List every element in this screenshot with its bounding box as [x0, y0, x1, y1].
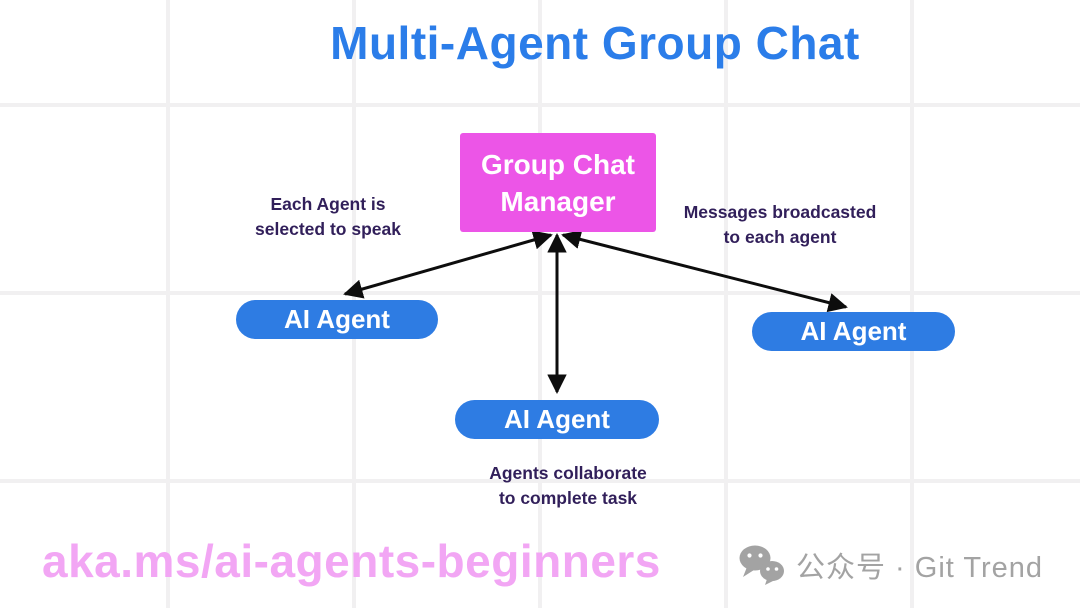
group-chat-manager-box: Group Chat Manager — [460, 133, 656, 232]
ai-agent-label: AI Agent — [504, 404, 610, 434]
arrow-manager-left-agent — [343, 230, 553, 299]
ai-agent-label: AI Agent — [284, 304, 390, 334]
annotation-line: Messages broadcasted — [683, 202, 877, 222]
annotation-line: to complete task — [498, 488, 638, 508]
annotation-line: Each Agent is — [270, 194, 386, 214]
annotation-agents-collaborate: Agents collaborate to complete task — [448, 461, 688, 511]
wechat-icon — [739, 545, 784, 585]
annotation-line: Agents collaborate — [489, 463, 647, 483]
annotation-line: selected to speak — [255, 219, 401, 239]
ai-agent-pill-right: AI Agent — [752, 312, 955, 351]
ai-agent-label: AI Agent — [800, 316, 907, 346]
footer-url: aka.ms/ai-agents-beginners — [42, 535, 661, 587]
ai-agent-pill-left: AI Agent — [236, 300, 438, 339]
annotation-each-agent-selected: Each Agent is selected to speak — [218, 192, 438, 242]
wechat-account-label: 公众号 · Git Trend — [796, 552, 1044, 584]
page-title: Multi-Agent Group Chat — [330, 17, 860, 69]
ai-agent-pill-center: AI Agent — [455, 400, 659, 439]
group-chat-manager-label: Group Chat Manager — [481, 148, 635, 217]
annotation-messages-broadcasted: Messages broadcasted to each agent — [659, 200, 901, 250]
annotation-line: to each agent — [723, 227, 837, 247]
wechat-branding: 公众号 · Git Trend — [738, 544, 1043, 586]
